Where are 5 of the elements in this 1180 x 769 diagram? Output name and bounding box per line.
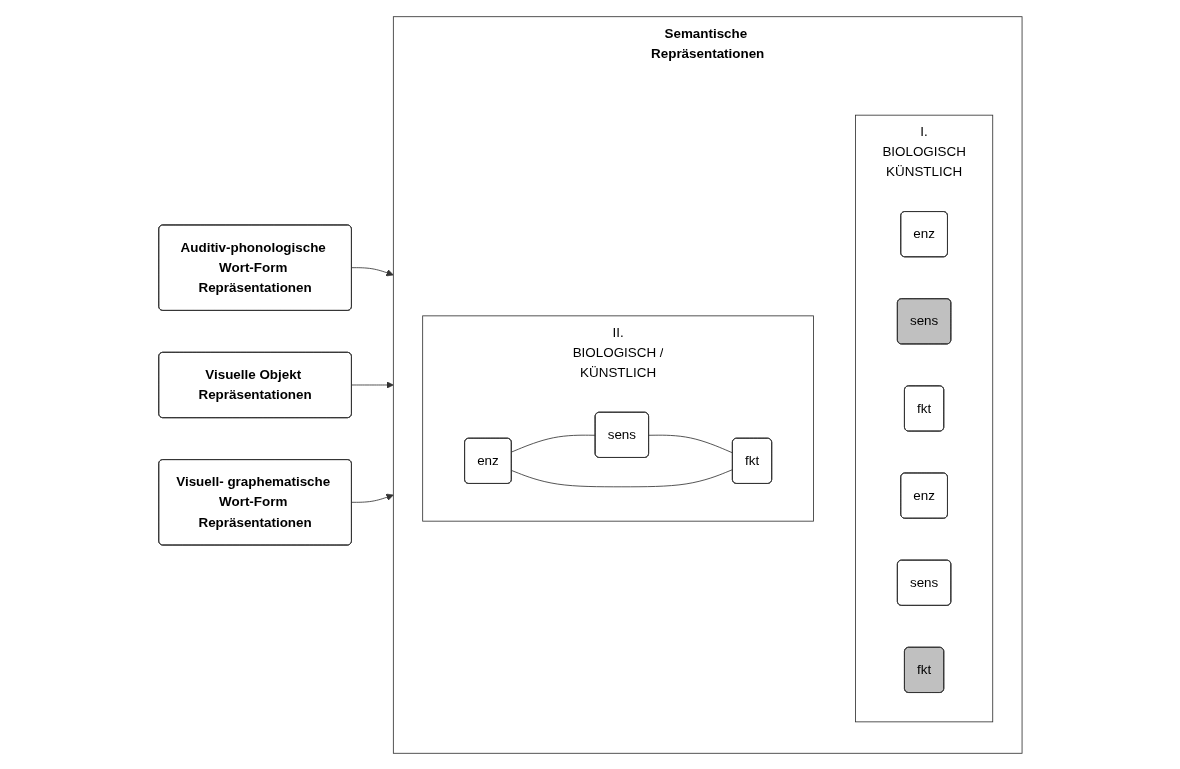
- connector: [510, 468, 733, 487]
- connector: [648, 434, 733, 453]
- node-label: BIOLOGISCH: [881, 143, 966, 159]
- connector: [510, 434, 596, 452]
- node-label: KÜNSTLICH: [885, 164, 962, 179]
